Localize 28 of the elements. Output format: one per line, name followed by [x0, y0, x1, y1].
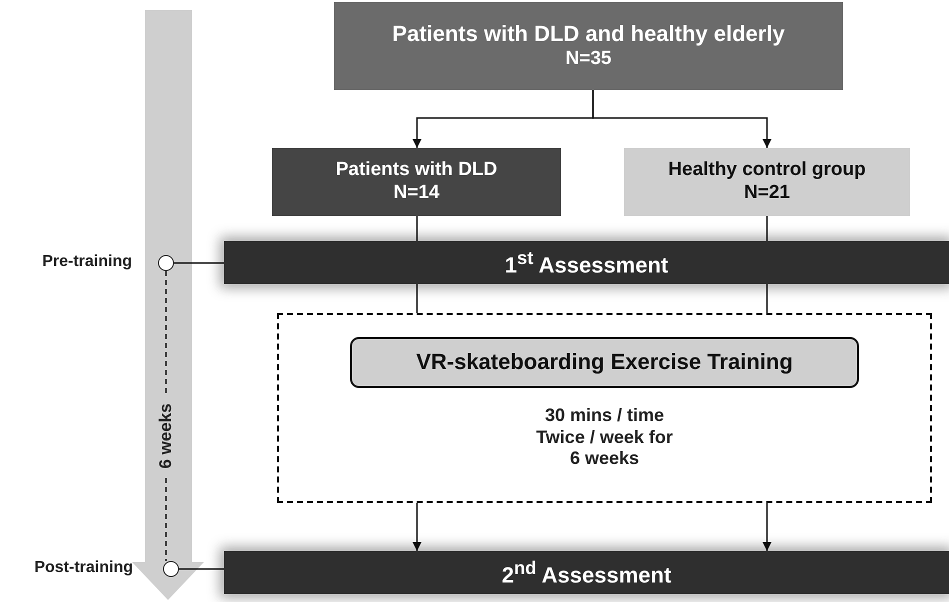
training-frame [277, 313, 932, 503]
timepoint-label: Post-training [34, 559, 133, 577]
connector-line [416, 284, 418, 313]
count-text: N=21 [744, 182, 790, 205]
box-title: 30 mins / time Twice / week for 6 weeks [536, 405, 674, 470]
box-title: 1$^{st}$ Assessment [504, 246, 668, 278]
group-box [272, 148, 561, 216]
box-title: Healthy control group [668, 159, 866, 182]
arrow [762, 503, 772, 551]
arrow [412, 503, 422, 551]
box-title: VR-skateboarding Exercise Training [416, 349, 793, 376]
connector-line [174, 262, 224, 264]
connector-line [179, 568, 224, 570]
connector-line [766, 284, 768, 313]
assessment-bar [224, 551, 949, 594]
assessment-bar [224, 241, 949, 284]
connector-line [766, 216, 768, 241]
count-text: N=14 [394, 182, 440, 205]
box-title: 2$^{nd}$ Assessment [502, 556, 672, 588]
group-box [624, 148, 910, 216]
box-title: Patients with DLD [336, 159, 498, 182]
timepoint-label: Pre-training [42, 253, 132, 271]
count-text: N=35 [566, 48, 612, 71]
connector-line [416, 216, 418, 241]
arrow [592, 90, 772, 148]
group-box [334, 2, 843, 90]
box-title: Patients with DLD and healthy elderly [392, 21, 785, 48]
training-box [350, 337, 859, 388]
